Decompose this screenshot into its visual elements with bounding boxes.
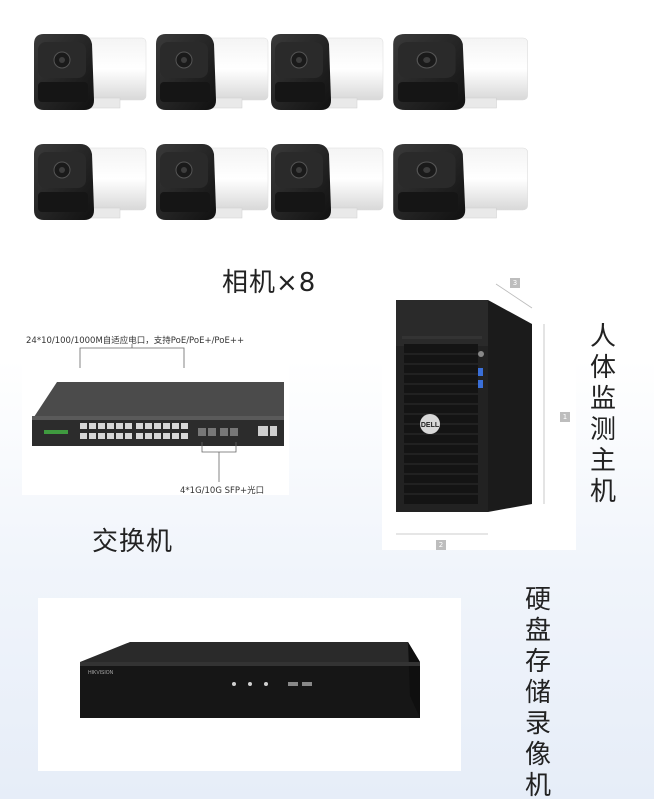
camera-4 <box>386 30 532 116</box>
bullet-camera-icon <box>270 33 384 111</box>
switch-top-annotation: 24*10/100/1000M自适应电口，支持PoE/PoE+/PoE++ <box>26 336 245 346</box>
dimension-tag: 1 <box>560 412 570 422</box>
cameras-caption: 相机×8 <box>222 268 317 298</box>
nvr-panel: HIKVISION <box>38 598 461 771</box>
host-vertical-label: 人 体 监 测 主 机 <box>589 322 616 507</box>
camera-1 <box>28 30 148 116</box>
camera-3 <box>265 30 385 116</box>
brand-logo: HIKVISION <box>88 670 114 676</box>
dimension-tag: 2 <box>436 540 446 550</box>
camera-8 <box>386 140 532 226</box>
switch-bottom-annotation: 4*1G/10G SFP+光口 <box>180 486 265 496</box>
nvr-vertical-label: 硬 盘 存 储 录 像 机 <box>524 585 551 801</box>
dell-tower-icon: DELL <box>396 283 545 535</box>
bullet-camera-icon <box>33 33 147 111</box>
bullet-camera-icon <box>155 143 269 221</box>
camera-5 <box>28 140 148 226</box>
network-switch-icon <box>32 344 284 482</box>
dimension-tag: 3 <box>510 278 520 288</box>
bullet-camera-icon <box>33 143 147 221</box>
bullet-camera-icon <box>392 33 529 111</box>
bullet-camera-icon <box>392 143 529 221</box>
switch-caption: 交换机 <box>92 527 174 557</box>
brand-logo: DELL <box>421 422 440 429</box>
bullet-camera-icon <box>155 33 269 111</box>
camera-7 <box>265 140 385 226</box>
camera-2 <box>150 30 270 116</box>
host-panel: DELL 3 1 2 <box>382 272 576 550</box>
camera-6 <box>150 140 270 226</box>
nvr-recorder-icon: HIKVISION <box>80 642 420 718</box>
bullet-camera-icon <box>270 143 384 221</box>
switch-panel: 24*10/100/1000M自适应电口，支持PoE/PoE+/PoE++ 4*… <box>22 330 289 496</box>
